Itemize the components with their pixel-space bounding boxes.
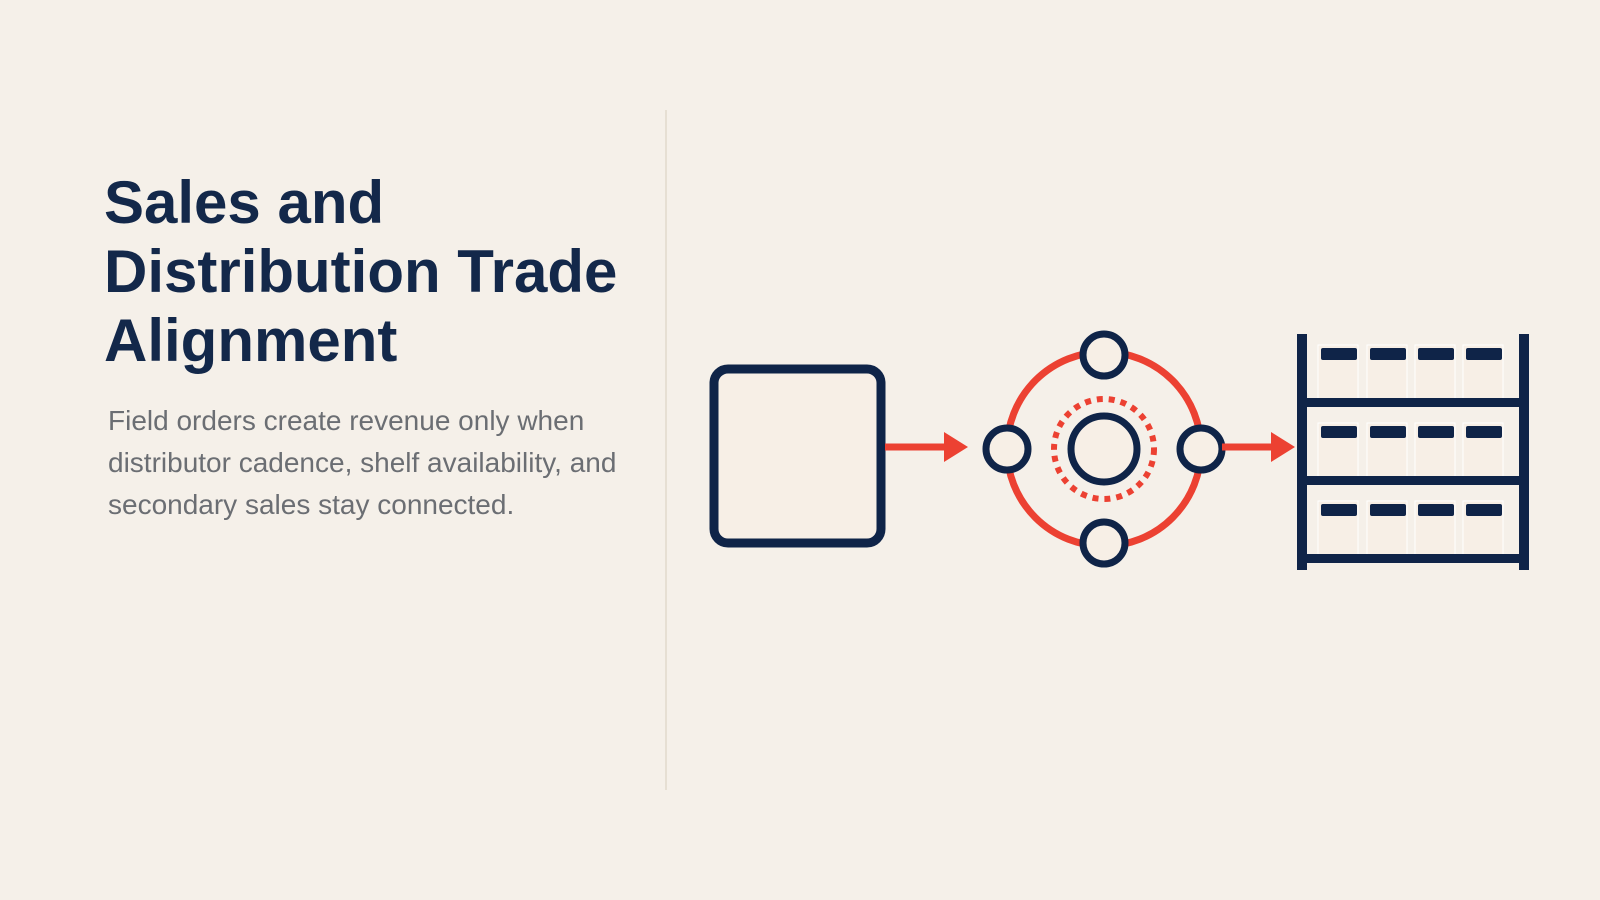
shelf-rack-icon xyxy=(1297,334,1529,570)
order-box-icon xyxy=(709,364,886,548)
column-divider xyxy=(665,110,667,790)
arrow-right-icon xyxy=(1222,432,1295,462)
distributor-hub-icon xyxy=(982,330,1226,568)
arrow-right-icon xyxy=(885,432,968,462)
slide-subtitle: Field orders create revenue only when di… xyxy=(108,405,617,520)
slide-title: Sales and Distribution Trade Alignment xyxy=(104,169,618,374)
